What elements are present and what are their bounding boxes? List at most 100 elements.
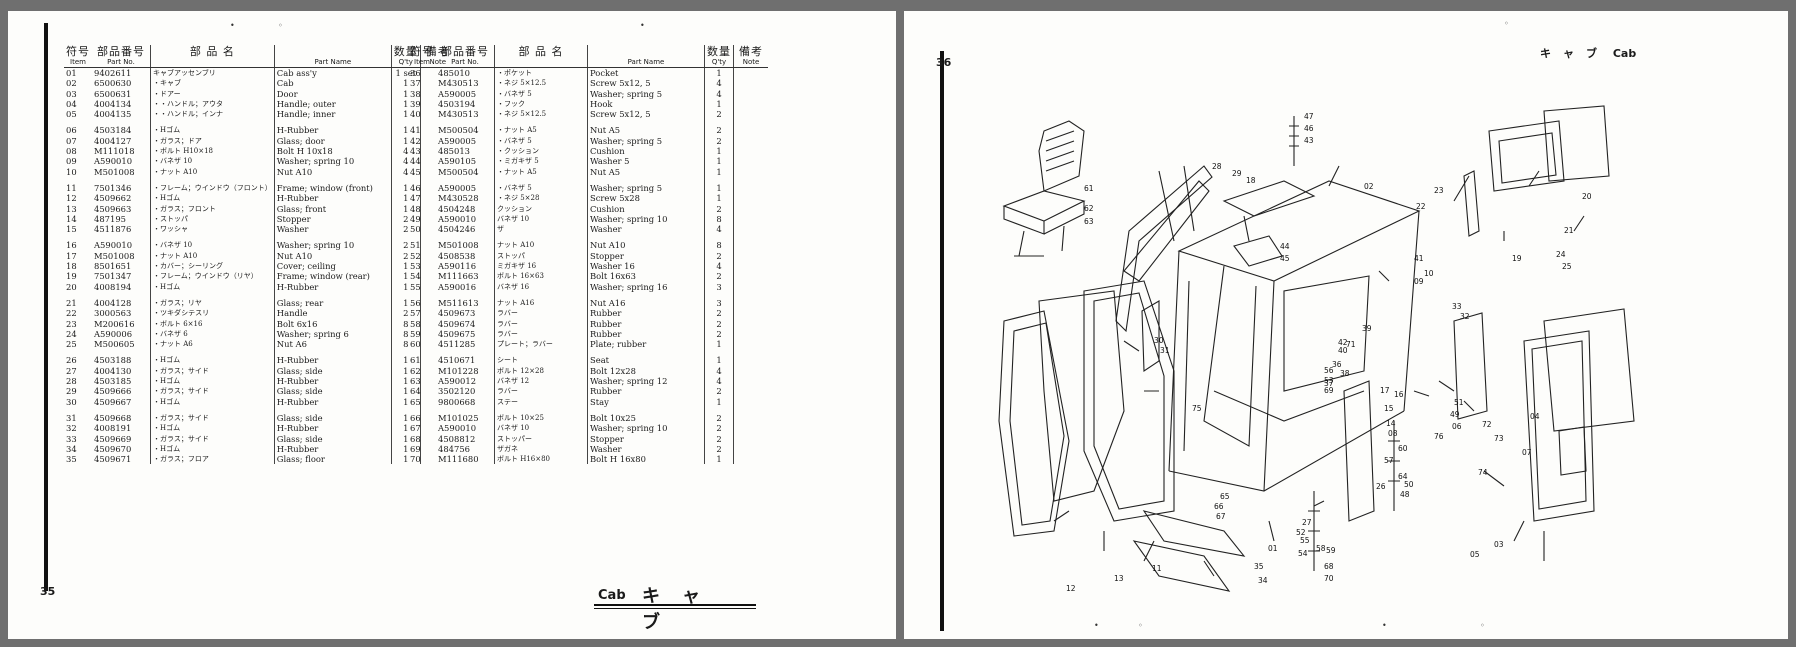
note-cell [733,443,768,455]
japanese-name-cell: ・Hゴム [150,443,275,455]
note-cell [419,412,455,424]
note-cell [419,308,455,319]
note-cell [733,203,768,214]
note-cell [419,109,455,120]
scan-mark: • [230,21,235,30]
callout-label: 42 [1338,338,1348,347]
quantity-cell: 8 [390,318,421,329]
quantity-cell: 2 [390,240,421,251]
note-cell [733,318,768,329]
part-number-cell: M200616 [94,318,135,329]
item-number-cell: 44 [410,156,421,167]
item-number-cell: 12 [66,193,77,204]
note-cell [733,146,768,157]
quantity-cell: 1 [390,423,421,434]
note-cell [419,328,455,340]
quantity-cell: 4 [390,166,421,177]
quantity-cell: 1 [390,355,421,366]
note-cell [419,433,455,444]
note-cell [733,376,768,387]
item-number-cell: 19 [66,271,77,282]
japanese-name-cell: ・ガラス；サイド [150,433,275,444]
item-number-cell: 18 [66,261,77,272]
callout-label: 39 [1362,324,1372,333]
page-header-en: Cab [1612,47,1637,60]
callout-label: 61 [1084,184,1094,193]
row-spacer [64,291,455,298]
section-underline [594,604,756,606]
item-number-cell: 61 [410,355,421,366]
part-number-cell: M430513 [438,109,479,120]
item-number-cell: 11 [66,182,77,193]
part-number-cell: 4008194 [94,281,132,292]
part-name-cell: H-Rubber [273,125,392,136]
quantity-cell: 2 [704,386,734,397]
quantity-cell: 1 [390,261,421,272]
japanese-name-cell: ・ナット A10 [150,166,275,177]
part-number-cell: 4509663 [94,203,132,214]
callout-label: 59 [1326,546,1336,555]
part-number-cell: 7501347 [94,271,132,282]
note-cell [733,109,768,120]
part-name-cell: Frame; window (front) [273,182,392,194]
part-number-cell: 6500631 [94,88,132,99]
part-name-cell: Glass; side [273,433,392,444]
item-number-cell: 60 [410,339,421,350]
item-number-cell: 37 [410,78,421,89]
quantity-cell: 4 [390,156,421,167]
callout-label: 38 [1340,369,1350,378]
japanese-name-cell: ・バネザ 5 [494,88,588,99]
quantity-cell: 8 [704,213,734,225]
item-number-cell: 08 [66,146,77,157]
part-number-cell: 487195 [94,213,126,224]
quantity-cell: 2 [704,203,734,214]
quantity-cell: 2 [390,250,421,262]
row-spacer [64,119,455,126]
part-name-cell: Bolt 12x28 [587,365,705,377]
item-number-cell: 45 [410,166,421,177]
quantity-cell: 3 [704,297,734,309]
note-cell [419,365,455,377]
item-number-cell: 26 [66,355,77,366]
item-number-cell: 21 [66,297,77,308]
note-cell [419,88,455,99]
note-cell [419,156,455,167]
japanese-name-cell: ・Hゴム [150,281,275,292]
front-glass-drawing [1038,290,1125,502]
callout-label: 67 [1216,512,1226,521]
japanese-name-cell: ・ミガキザ 5 [494,156,588,167]
note-cell [419,224,455,235]
item-number-cell: 23 [66,318,77,329]
item-number-cell: 29 [66,386,77,397]
japanese-name-cell: ラバー [494,318,588,329]
part-number-cell: 4508538 [438,250,476,261]
part-name-cell: Glass; door [273,135,392,147]
part-number-cell: A590010 [438,213,477,224]
note-cell [419,386,455,397]
japanese-name-cell: ・フレーム；ウインドウ（リヤ） [150,271,275,282]
quantity-cell: 1 [704,146,734,157]
part-name-cell: Nut A10 [587,240,705,251]
item-number-cell: 48 [410,203,421,214]
item-number-cell: 20 [66,281,77,292]
row-spacer [64,234,455,241]
exploded-diagram-page: 36 キャブ Cab ◦ • ◦ • ◦ [904,11,1788,639]
note-cell [733,261,768,272]
quantity-cell: 4 [390,146,421,157]
japanese-name-cell: ・ネジ 5×12.5 [494,109,588,120]
part-number-cell: A590010 [94,156,133,167]
quantity-cell: 2 [704,308,734,319]
item-number-cell: 59 [410,328,421,339]
part-name-cell: Cab [273,78,392,89]
note-cell [733,250,768,262]
quantity-cell: 2 [390,308,421,319]
quantity-cell: 1 [390,88,421,99]
